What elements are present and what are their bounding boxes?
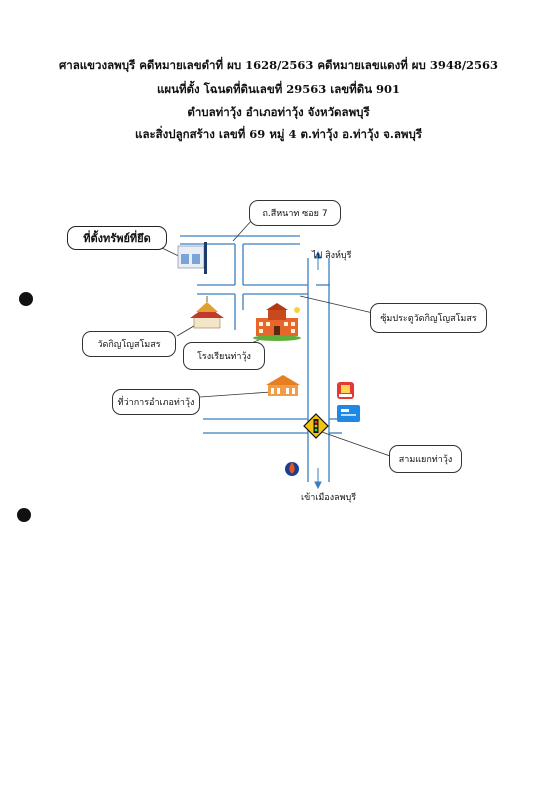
temple-icon [190,296,224,329]
bank-icon [337,405,360,422]
house-icon [177,242,207,274]
header-line-2: แผนที่ตั้ง โฉนดที่ดินเลขที่ 29563 เลขที่… [156,82,401,96]
roads [180,235,342,482]
direction-arrows [314,250,322,490]
binder-hole-bottom [17,508,31,522]
callout-property: ที่ตั้งทรัพย์ที่ยึด [67,226,167,250]
binder-hole-top [19,292,33,306]
road-label-singburi: ไป สิงห์บุรี [312,251,352,261]
callout-soi: ถ.สีหนาท ซอย 7 [249,200,341,226]
header-line-3: ตำบลท่าวุ้ง อำเภอท่าวุ้ง จังหวัดลพบุรี [187,105,370,119]
convenience-store-icon [337,382,354,399]
callout-school: โรงเรียนท่าวุ้ง [183,342,265,370]
government-office-icon [266,375,300,396]
traffic-light-sign-icon [303,413,329,439]
callout-district-office: ที่ว่าการอำเภอท่าวุ้ง [112,389,200,415]
gas-station-icon [285,462,299,476]
callout-intersection: สามแยกท่าวุ้ง [389,445,462,473]
header-line-1: ศาลแขวงลพบุรี คดีหมายเลขดำที่ ผบ 1628/25… [58,58,499,72]
callout-temple-gate: ซุ้มประตูวัดกิญโญสโมสร [370,303,487,333]
header-line-4: และสิ่งปลูกสร้าง เลขที่ 69 หมู่ 4 ต.ท่าว… [135,127,422,141]
road-label-lopburi: เข้าเมืองลพบุรี [301,493,357,503]
callout-temple: วัดกิญโญสโมสร [82,331,176,357]
school-icon [253,303,301,341]
